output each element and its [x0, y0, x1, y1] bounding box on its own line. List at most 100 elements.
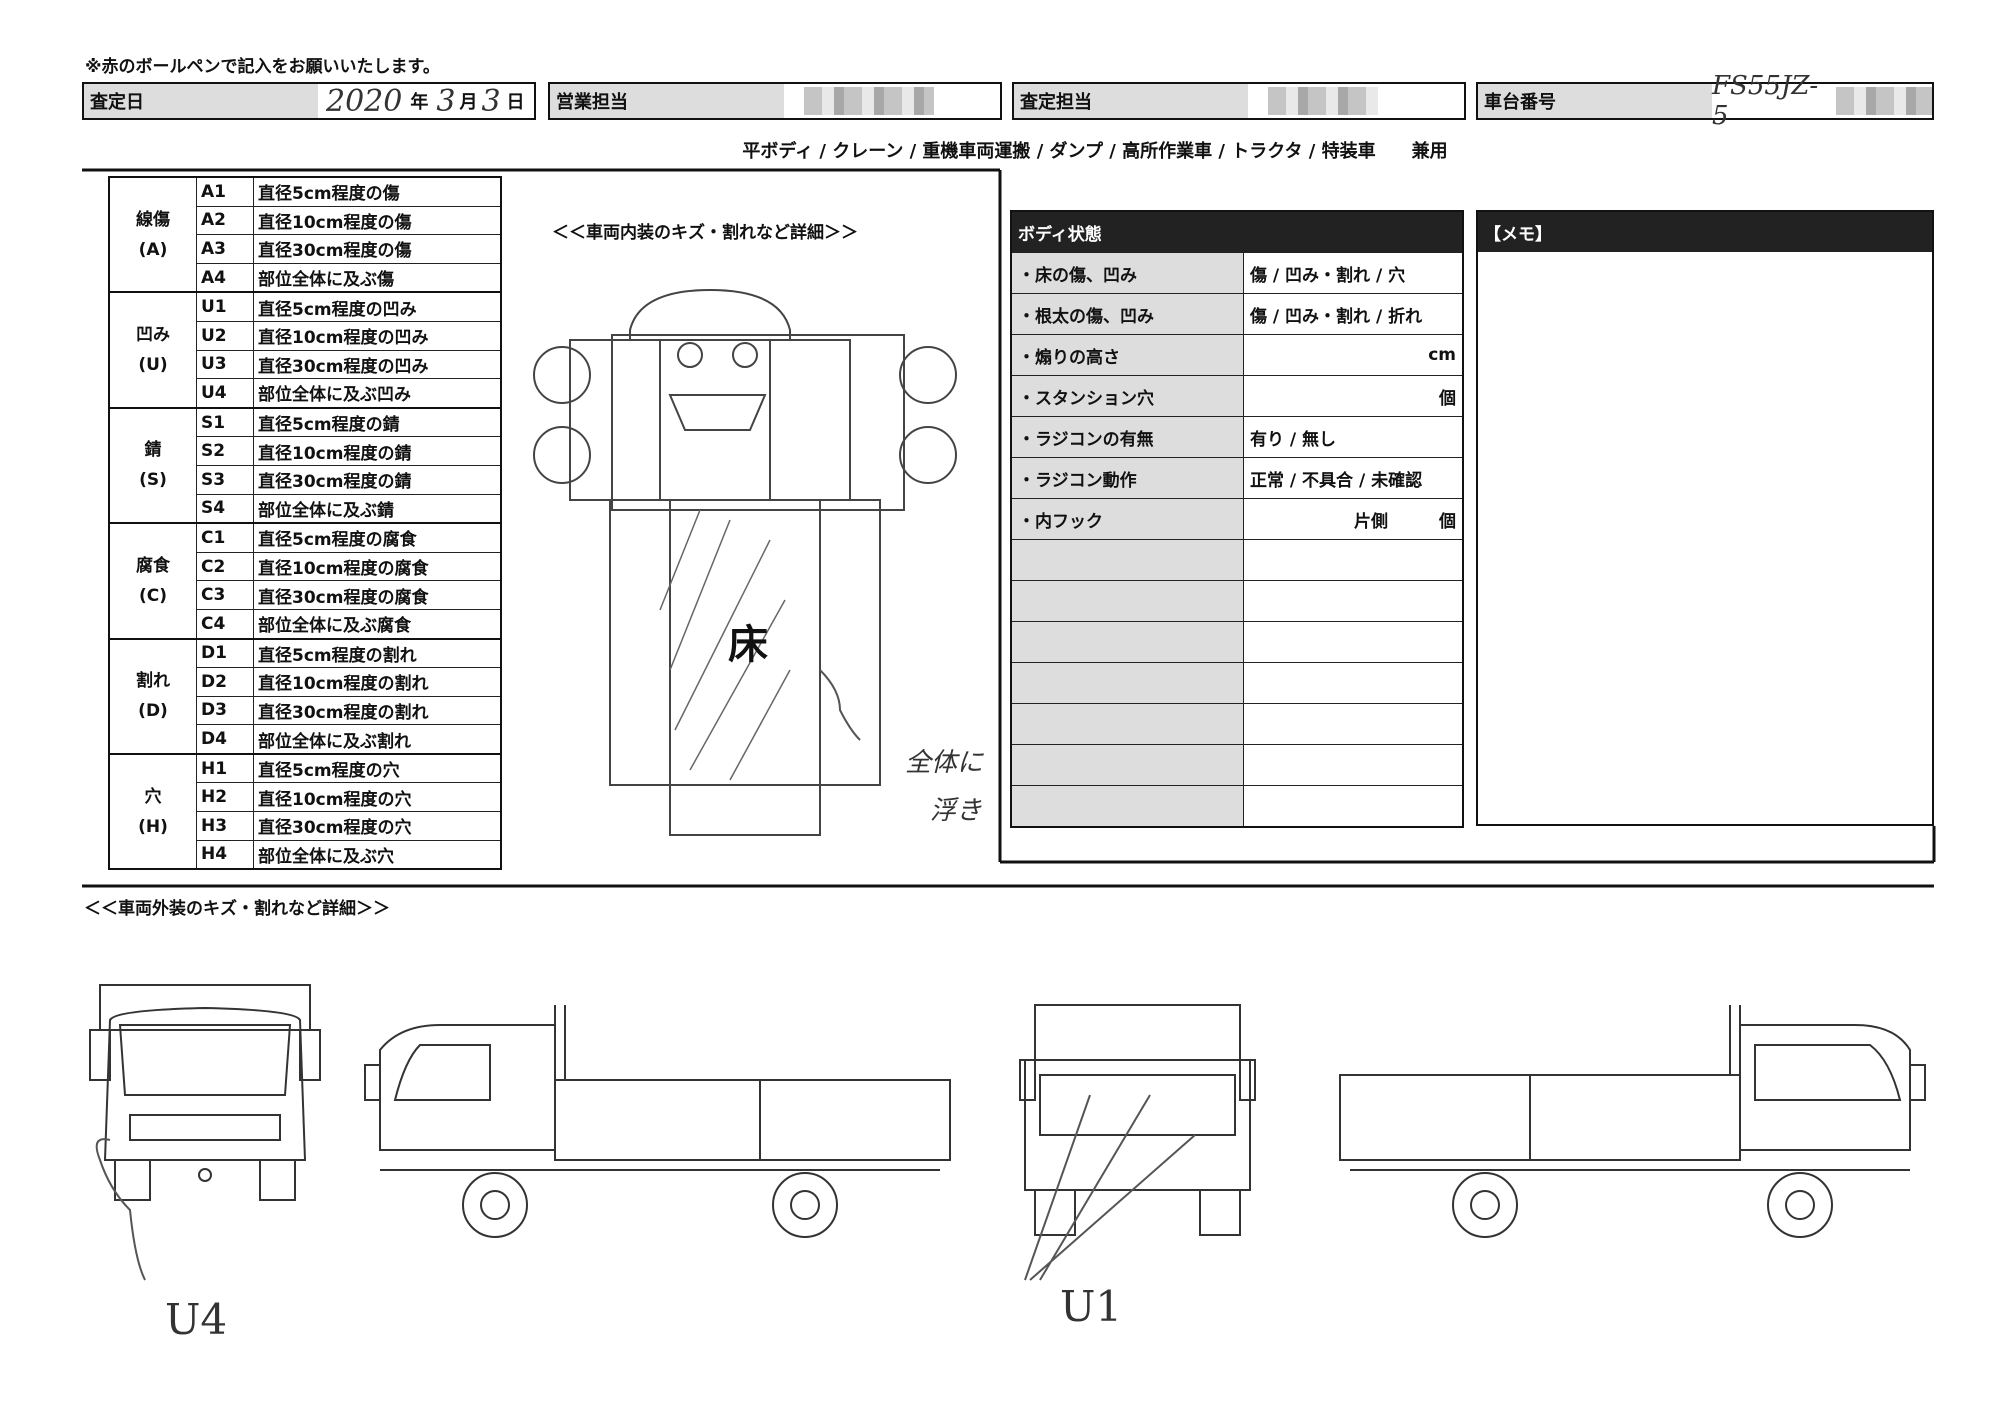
body-state-value[interactable]: cm: [1428, 345, 1456, 365]
body-state-row[interactable]: [1012, 662, 1462, 703]
damage-description: 直径30cm程度の穴: [253, 811, 502, 841]
body-state-row[interactable]: ・ラジコンの有無有り / 無し: [1012, 416, 1462, 457]
body-state-table: ボディ状態 ・床の傷、凹み傷 / 凹み・割れ / 穴・根太の傷、凹み傷 / 凹み…: [1010, 210, 1464, 828]
sales-label: 営業担当: [550, 84, 784, 118]
damage-description: 直径10cm程度の錆: [253, 436, 502, 466]
body-state-value[interactable]: 傷 / 凹み・割れ / 折れ: [1250, 306, 1423, 327]
damage-code: A3: [196, 234, 254, 264]
damage-code: H2: [196, 782, 254, 813]
damage-code: D4: [196, 724, 254, 755]
body-state-row[interactable]: [1012, 703, 1462, 744]
body-state-row[interactable]: [1012, 580, 1462, 621]
damage-code: C1: [196, 522, 254, 553]
damage-description: 直径10cm程度の凹み: [253, 320, 502, 351]
damage-description: 直径30cm程度の割れ: [253, 695, 502, 726]
body-state-row[interactable]: ・ラジコン動作正常 / 不具合 / 未確認: [1012, 457, 1462, 498]
interior-title: ＜＜車両内装のキズ・割れなど詳細＞＞: [552, 223, 858, 243]
body-state-value[interactable]: 正常 / 不具合 / 未確認: [1250, 470, 1423, 491]
damage-category-name: 線傷: [136, 209, 170, 230]
wheel-icon: [533, 346, 591, 404]
damage-code: H1: [196, 753, 254, 784]
body-state-row[interactable]: ・床の傷、凹み傷 / 凹み・割れ / 穴: [1012, 252, 1462, 293]
wheel-icon: [899, 426, 957, 484]
body-state-key: ・スタンション穴: [1012, 376, 1244, 416]
bed-floor: [669, 499, 821, 836]
damage-category-name: 穴: [144, 786, 162, 807]
body-state-row[interactable]: [1012, 744, 1462, 785]
body-state-value[interactable]: 片側 個: [1354, 511, 1456, 532]
body-state-key: [1012, 745, 1244, 785]
body-state-value[interactable]: 個: [1439, 388, 1456, 409]
year-kanji: 年: [410, 92, 429, 113]
body-state-value[interactable]: [1244, 663, 1462, 703]
handwritten-pointer: [819, 669, 861, 741]
damage-description: 部位全体に及ぶ錆: [253, 493, 502, 525]
body-state-value[interactable]: 傷 / 凹み・割れ / 穴: [1250, 265, 1406, 286]
damage-description: 直径10cm程度の穴: [253, 782, 502, 813]
light-icon: [732, 342, 758, 368]
body-state-value[interactable]: [1244, 786, 1462, 826]
damage-code: U3: [196, 349, 254, 380]
body-state-title: ボディ状態: [1012, 212, 1462, 252]
sales-field: 営業担当: [548, 82, 1002, 120]
damage-category: 腐食(C): [108, 522, 197, 640]
body-state-value[interactable]: [1244, 581, 1462, 621]
cab-body: [611, 334, 905, 511]
sales-value[interactable]: [784, 84, 1000, 118]
damage-description: 直径5cm程度の穴: [253, 753, 502, 784]
damage-category-name: 錆: [144, 440, 162, 461]
damage-description: 直径10cm程度の腐食: [253, 551, 502, 582]
body-state-value[interactable]: [1244, 745, 1462, 785]
truck-front-view: [89, 984, 321, 1281]
memo-box[interactable]: 【メモ】: [1476, 210, 1934, 826]
damage-category-code: (H): [138, 816, 168, 837]
day-kanji: 日: [506, 92, 525, 113]
body-state-row[interactable]: [1012, 785, 1462, 826]
date-value[interactable]: 2020 年 3 月 3 日: [318, 83, 534, 119]
damage-description: 部位全体に及ぶ腐食: [253, 608, 502, 640]
damage-code: A4: [196, 262, 254, 294]
damage-code: S2: [196, 436, 254, 466]
body-state-row[interactable]: [1012, 539, 1462, 580]
damage-description: 部位全体に及ぶ穴: [253, 839, 502, 871]
damage-category: 線傷(A): [108, 176, 197, 294]
chassis-value[interactable]: FS55JZ-5: [1712, 71, 1932, 131]
body-state-row[interactable]: ・根太の傷、凹み傷 / 凹み・割れ / 折れ: [1012, 293, 1462, 334]
body-state-value[interactable]: 有り / 無し: [1250, 429, 1337, 450]
redacted-name: [804, 87, 934, 115]
day-value: 3: [481, 83, 501, 119]
damage-code: A1: [196, 176, 254, 207]
body-state-row[interactable]: ・内フック 片側 個: [1012, 498, 1462, 539]
damage-code: S4: [196, 493, 254, 525]
truck-left-view: [364, 1005, 951, 1238]
body-state-value[interactable]: [1244, 540, 1462, 580]
damage-description: 直径30cm程度の錆: [253, 464, 502, 495]
truck-rear-view: [1019, 1004, 1256, 1281]
body-state-value[interactable]: [1244, 622, 1462, 662]
body-state-key: [1012, 540, 1244, 580]
month-value: 3: [436, 83, 456, 119]
damage-code: S1: [196, 407, 254, 438]
floor-note-1: 全体に: [905, 748, 984, 778]
body-state-key: ・内フック: [1012, 499, 1244, 539]
light-icon: [677, 342, 703, 368]
body-state-row[interactable]: [1012, 621, 1462, 662]
body-state-value[interactable]: [1244, 704, 1462, 744]
assessor-value[interactable]: [1248, 84, 1464, 118]
damage-category-code: (D): [138, 701, 168, 722]
damage-description: 直径5cm程度の錆: [253, 407, 502, 438]
body-state-key: [1012, 786, 1244, 826]
body-state-row[interactable]: ・スタンション穴 個: [1012, 375, 1462, 416]
damage-description: 部位全体に及ぶ傷: [253, 262, 502, 294]
damage-category-code: (U): [138, 355, 168, 376]
